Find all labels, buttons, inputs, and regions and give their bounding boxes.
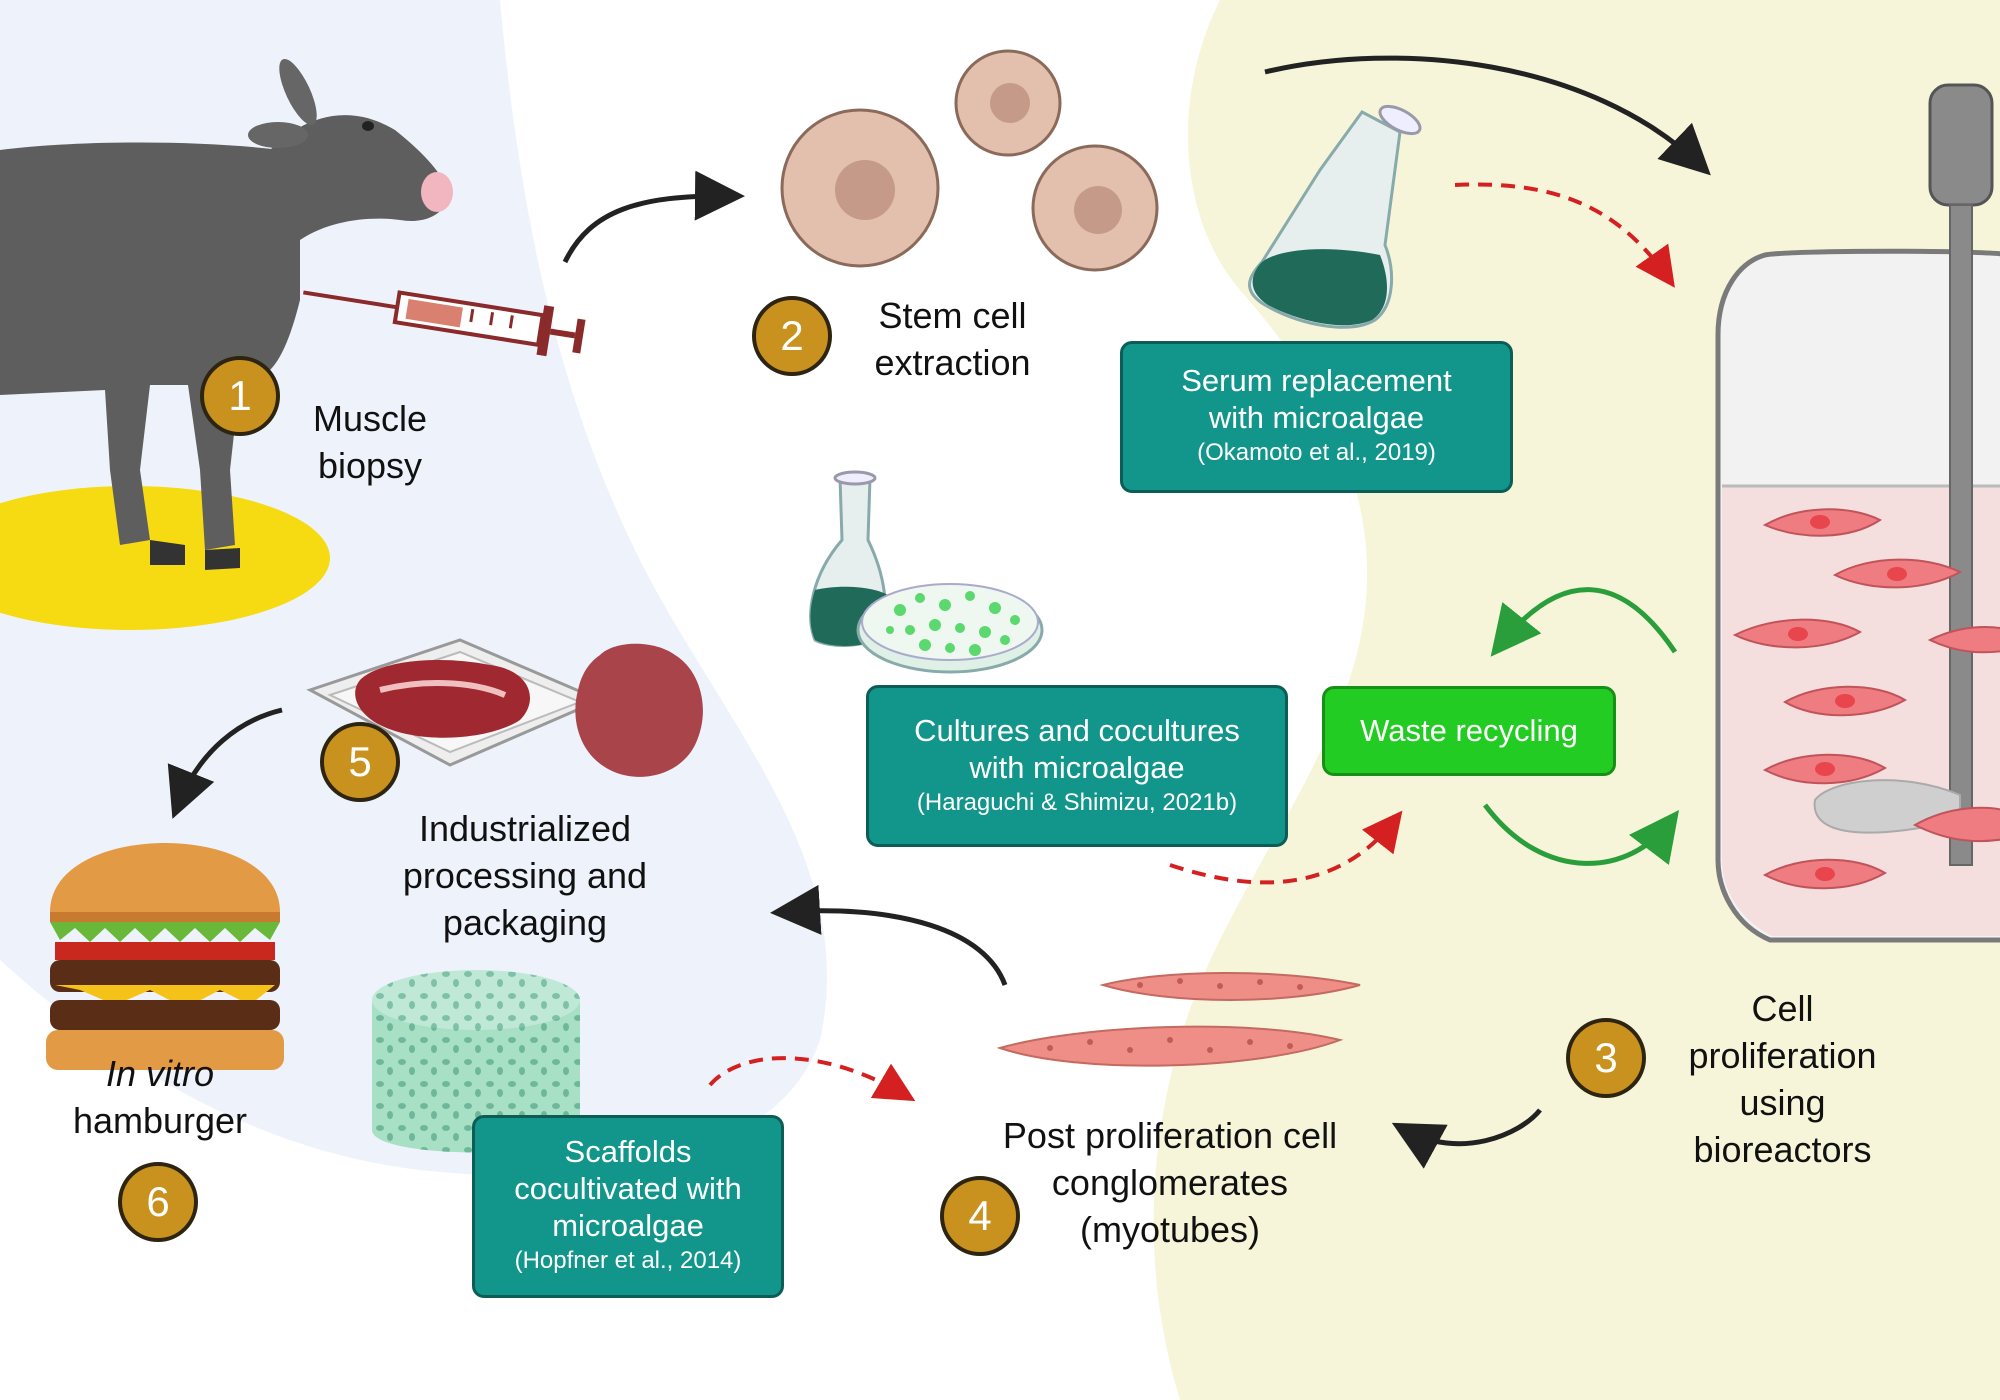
myotube-icon xyxy=(996,971,1361,1067)
step-5-label: Industrialized processing and packaging xyxy=(402,808,648,943)
arrow-serum-to-bioreactor xyxy=(1454,182,1675,288)
arrow-cultures-to-waste xyxy=(1169,810,1403,885)
arrow-scaffolds-to-myotubes xyxy=(708,1056,916,1102)
stem-cell-icon xyxy=(780,49,1159,272)
hamburger-icon xyxy=(46,843,284,1070)
arrow-extraction-to-bioreactor xyxy=(1264,55,1711,176)
step-3-label: Cell proliferation using bioreactors xyxy=(1688,988,1877,1170)
arrow-bioreactor-to-waste xyxy=(1490,587,1678,657)
step-6-label: In vitro hamburger xyxy=(72,1053,248,1141)
arrow-processing-to-hamburger xyxy=(167,707,283,819)
arrow-myotubes-to-processing xyxy=(770,884,1008,986)
step-3-badge: 3 xyxy=(1566,1018,1646,1098)
syringe-icon xyxy=(303,290,586,357)
step-5-badge: 5 xyxy=(320,722,400,802)
step-2-badge: 2 xyxy=(752,296,832,376)
waste-recycling-box: Waste recycling xyxy=(1322,686,1616,776)
bioreactor-icon xyxy=(1715,83,2000,943)
step-1-badge: 1 xyxy=(200,356,280,436)
arrow-biopsy-to-extraction xyxy=(562,170,745,264)
step-6-badge: 6 xyxy=(118,1162,198,1242)
step-1-label: Muscle biopsy xyxy=(312,398,428,486)
cow-icon xyxy=(0,58,453,570)
scaffolds-box: Scaffolds cocultivated with microalgae (… xyxy=(472,1115,784,1298)
step-4-badge: 4 xyxy=(940,1176,1020,1256)
step-2-label: Stem cell extraction xyxy=(874,295,1031,383)
flask-icon xyxy=(1248,104,1422,329)
cultures-box: Cultures and cocultures with microalgae … xyxy=(866,685,1288,847)
serum-replacement-box: Serum replacement with microalgae (Okamo… xyxy=(1120,341,1513,493)
meat-tray-icon xyxy=(306,638,703,777)
scaffold-icon xyxy=(372,970,580,1153)
step-4-label: Post proliferation cell conglomerates (m… xyxy=(1002,1115,1338,1250)
arrow-bioreactor-to-myotubes xyxy=(1391,1108,1542,1169)
petri-dish-icon xyxy=(809,470,1044,674)
arrow-waste-to-bioreactor xyxy=(1483,803,1680,866)
